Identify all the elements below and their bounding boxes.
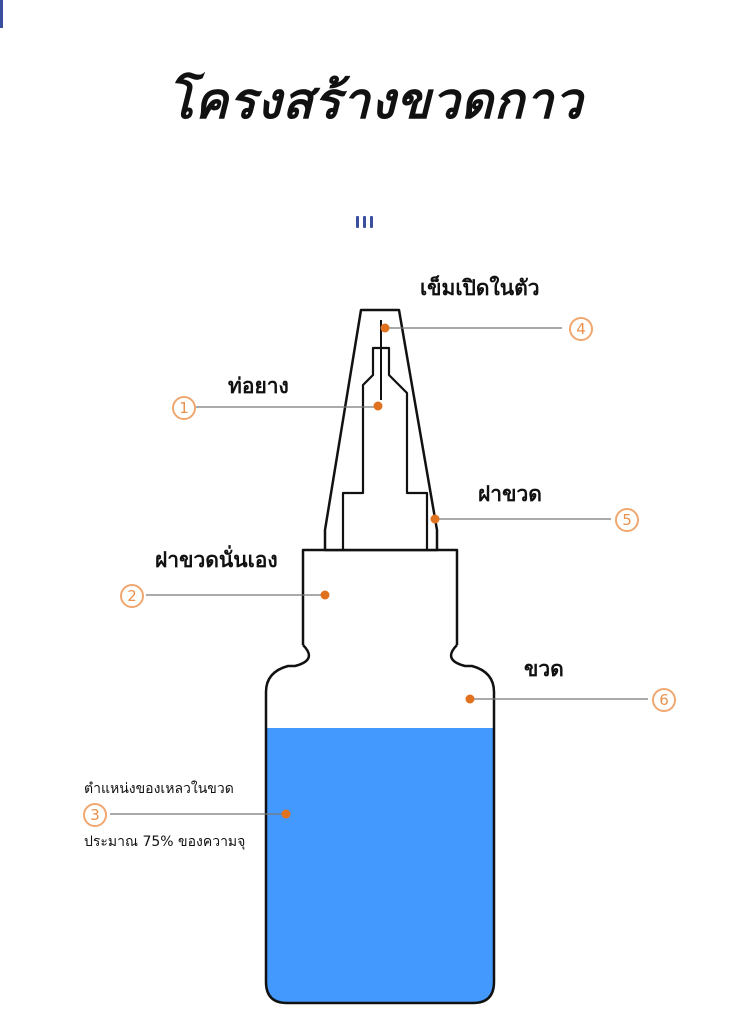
callout-sublabel-3: ประมาณ 75% ของความจุ bbox=[84, 834, 246, 850]
callout-label-4: เข็มเปิดในตัว bbox=[420, 276, 540, 300]
corner-marker bbox=[0, 0, 3, 28]
page-title: โครงสร้างขวดกาว bbox=[166, 72, 584, 130]
callout-number-2: 2 bbox=[120, 584, 144, 608]
callout-label-6: ขวด bbox=[524, 657, 564, 681]
callout-number-5: 5 bbox=[615, 508, 639, 532]
bottle-body-outline bbox=[264, 644, 496, 1005]
point-dot-5 bbox=[430, 514, 440, 524]
nozzle-outline bbox=[323, 308, 439, 552]
decorative-bars-icon bbox=[356, 216, 373, 228]
callout-label-1: ท่อยาง bbox=[228, 374, 289, 398]
callout-number-6: 6 bbox=[652, 688, 676, 712]
point-dot-4 bbox=[380, 323, 390, 333]
callout-number-4: 4 bbox=[569, 317, 593, 341]
point-dot-1 bbox=[373, 401, 383, 411]
point-dot-2 bbox=[320, 590, 330, 600]
callout-label-2: ฝาขวดนั่นเอง bbox=[155, 548, 278, 572]
liquid-fill bbox=[267, 728, 493, 1002]
callout-number-1: 1 bbox=[172, 396, 196, 420]
callout-label-3: ตำแหน่งของเหลวในขวด bbox=[84, 781, 234, 797]
callout-label-5: ฝาขวด bbox=[478, 482, 542, 506]
point-dot-3 bbox=[281, 809, 291, 819]
point-dot-6 bbox=[465, 694, 475, 704]
callout-number-3: 3 bbox=[83, 803, 107, 827]
